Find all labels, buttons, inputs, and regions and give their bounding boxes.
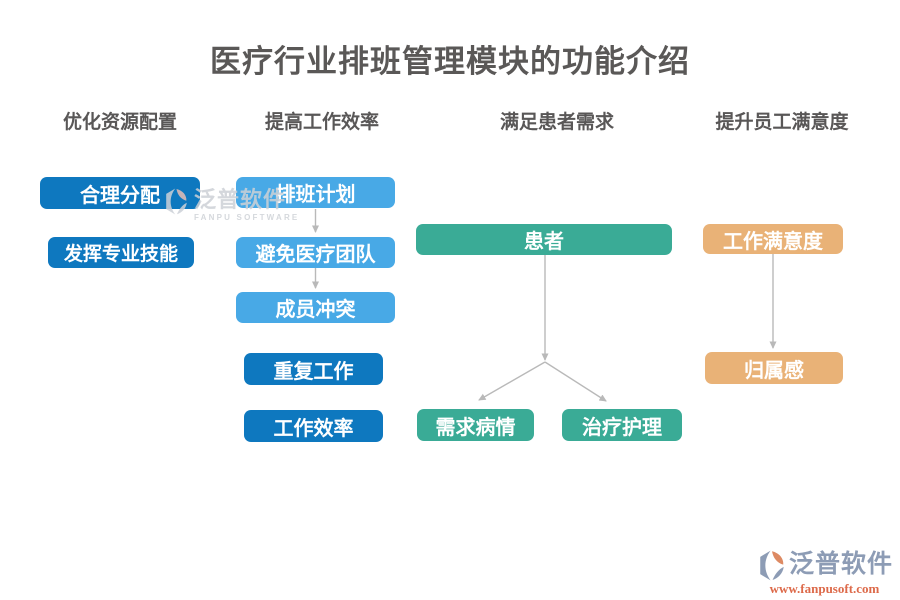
watermark-subtitle: FANPU SOFTWARE	[194, 213, 300, 222]
box-work-efficiency: 工作效率	[244, 410, 383, 442]
box-patient: 患者	[416, 224, 672, 255]
footer-logo: 泛普软件 www.fanpusoft.com	[758, 550, 893, 597]
box-avoid-medical-team: 避免医疗团队	[236, 237, 395, 268]
box-sense-of-belonging: 归属感	[705, 352, 843, 384]
box-rational-allocation: 合理分配	[40, 177, 200, 209]
footer-brand: 泛普软件	[789, 551, 894, 578]
page-title: 医疗行业排班管理模块的功能介绍	[210, 44, 690, 79]
column-header-resource: 优化资源配置	[62, 112, 177, 133]
box-condition-needs: 需求病情	[417, 409, 534, 441]
box-member-conflict: 成员冲突	[236, 292, 395, 323]
box-treatment-care: 治疗护理	[562, 409, 682, 441]
column-header-efficiency: 提高工作效率	[264, 112, 379, 133]
column-header-patient: 满足患者需求	[499, 112, 614, 133]
fanpu-logo-icon	[760, 550, 784, 581]
footer-website: www.fanpusoft.com	[769, 581, 880, 596]
box-job-satisfaction: 工作满意度	[703, 224, 843, 254]
column-header-employee: 提升员工满意度	[715, 112, 849, 133]
box-scheduling-plan: 排班计划	[236, 177, 395, 208]
box-repetitive-work: 重复工作	[244, 353, 383, 385]
box-professional-skills: 发挥专业技能	[48, 237, 194, 268]
